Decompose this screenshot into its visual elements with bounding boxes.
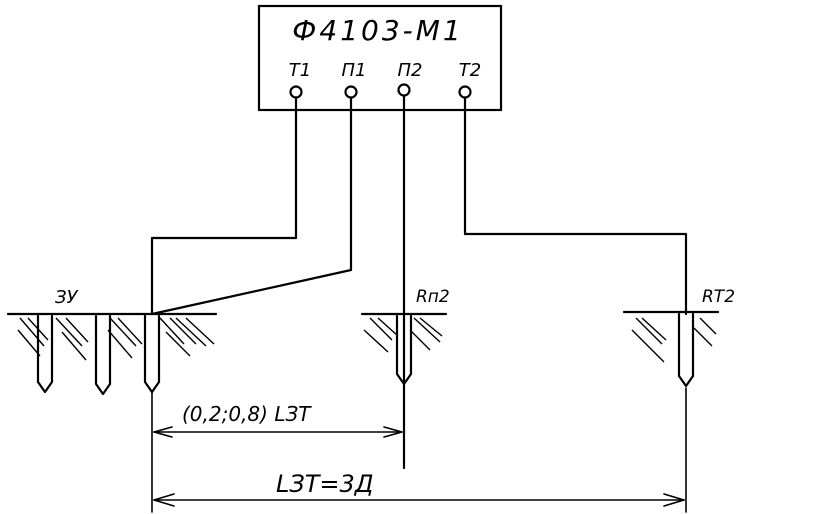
ground-hatch-t2: [631, 317, 717, 363]
arrow-right-current: [663, 493, 685, 507]
arrow-left-current: [153, 493, 175, 507]
dimension-current-distance: LЗТ=3Д: [153, 387, 687, 513]
probe-p2: [395, 314, 413, 386]
label-current-distance: LЗТ=3Д: [276, 470, 374, 498]
dimension-probe-distance: (0,2;0,8) LЗТ: [151, 391, 403, 513]
ground-hatch-p2: [363, 317, 443, 353]
terminal-p1: [344, 85, 358, 99]
arrow-left-probe: [153, 426, 173, 438]
terminal-label-p1: П1: [342, 60, 367, 81]
label-ground-electrode: ЗУ: [55, 287, 79, 308]
ground-electrode-system: ЗУ: [6, 287, 218, 396]
current-probe: RТ2: [622, 287, 735, 388]
terminal-label-t2: Т2: [459, 60, 481, 81]
electrode-2: [94, 314, 112, 396]
electrode-1: [36, 314, 54, 394]
wire-p1: [150, 96, 353, 316]
electrode-3: [143, 314, 161, 394]
wire-t1: [150, 96, 298, 316]
instrument: Ф4103-М1 Т1 П1 П2 Т2: [257, 4, 503, 112]
terminal-label-p2: П2: [398, 60, 423, 81]
terminal-t2: [458, 85, 472, 99]
terminal-label-t1: Т1: [289, 60, 311, 81]
ground-hatch-zu: [17, 317, 215, 361]
instrument-title: Ф4103-М1: [292, 14, 463, 47]
arrow-right-probe: [383, 426, 403, 438]
instrument-box: [257, 4, 503, 112]
probe-t2: [677, 312, 695, 388]
terminal-p2: [397, 83, 411, 97]
label-current-probe: RТ2: [702, 287, 735, 307]
label-potential-probe: Rп2: [416, 287, 450, 307]
wire-t2: [463, 96, 688, 316]
terminal-t1: [289, 85, 303, 99]
label-probe-distance: (0,2;0,8) LЗТ: [182, 402, 312, 426]
potential-probe: Rп2: [360, 287, 450, 386]
